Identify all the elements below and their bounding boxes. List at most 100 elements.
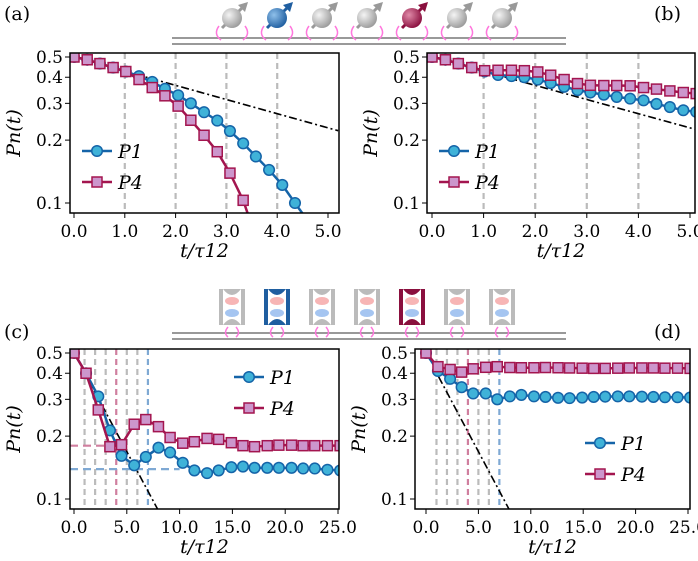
panel-label: (c) [4, 321, 29, 343]
plot-area [70, 349, 339, 509]
P4-marker [120, 65, 132, 78]
P4-marker [492, 64, 504, 77]
y-tick-label: 0.1 [36, 194, 63, 214]
panel-label: (a) [4, 3, 30, 25]
y-tick-label: 0.3 [393, 94, 420, 114]
x-tick-label: 2.0 [162, 222, 189, 242]
P4-marker [128, 418, 140, 430]
P1-marker [212, 464, 225, 477]
P1-marker [276, 178, 289, 192]
x-tick-label: 4.0 [264, 222, 291, 242]
P4-marker [321, 439, 334, 452]
cavity-5 [399, 289, 425, 338]
P4-marker [94, 57, 106, 70]
legend-marker [91, 176, 103, 188]
P4-marker [532, 66, 544, 78]
P4-marker [539, 361, 552, 374]
P4-marker [420, 349, 432, 359]
emitter-sphere [312, 8, 332, 28]
panel-label: (d) [654, 321, 681, 343]
panel-d: 0.05.010.015.020.025.00.50.40.30.20.1t/τ… [348, 321, 698, 558]
legend-label: P4 [117, 172, 143, 194]
P1-marker [650, 97, 663, 110]
P1-marker [176, 456, 189, 469]
P1-marker [551, 391, 565, 404]
x-tick-label: 5.0 [676, 222, 698, 242]
y-tick-label: 0.3 [36, 390, 63, 410]
legend-marker [593, 436, 607, 450]
P4-marker [133, 73, 145, 86]
x-tick-label: 20.0 [617, 518, 655, 538]
legend-marker [447, 144, 461, 158]
P1-marker [658, 391, 671, 404]
emitter-sphere [222, 8, 242, 28]
P4-marker [70, 53, 80, 63]
P4-marker [452, 57, 465, 70]
P4-marker [571, 77, 584, 90]
emitter-2 [260, 2, 294, 41]
P1-marker [491, 393, 504, 406]
P1-marker [236, 460, 250, 473]
y-tick-label: 0.1 [36, 490, 63, 510]
P1-marker [587, 390, 600, 404]
y-tick-label: 0.1 [393, 194, 420, 214]
P1-marker [576, 391, 589, 404]
P4-marker [637, 81, 650, 94]
x-tick-label: 20.0 [266, 518, 304, 538]
P4-marker [576, 362, 588, 374]
x-tick-label: 3.0 [213, 222, 240, 242]
arrowhead [238, 2, 248, 12]
y-axis-label: Pn(t) [360, 109, 382, 157]
emitter-1 [215, 2, 249, 41]
cavity-4 [354, 289, 380, 338]
P4-marker [684, 362, 690, 375]
legend-label: P1 [269, 367, 295, 389]
P4-marker [248, 440, 261, 453]
P1-marker [623, 390, 636, 403]
mode-lobe [225, 309, 239, 317]
P1-marker [624, 92, 637, 105]
P4-marker [677, 86, 690, 99]
mode-lobe [450, 309, 464, 317]
P4-marker [334, 439, 339, 452]
x-tick-label: 0.0 [60, 518, 87, 538]
P1-marker [563, 392, 576, 405]
panel-label: (b) [654, 3, 681, 25]
panel-b: 0.01.02.03.04.05.00.50.40.30.20.1t/τ12Pn… [360, 3, 698, 262]
coupling-arrow-icon [314, 326, 330, 338]
x-tick-label: 15.0 [564, 518, 602, 538]
P4-marker [479, 361, 492, 374]
arrowhead [508, 2, 518, 12]
series-P1-line [73, 55, 304, 213]
emitter-5 [395, 2, 429, 41]
x-tick-label: 4.0 [625, 222, 652, 242]
P1-marker [321, 463, 334, 476]
P1-marker [308, 462, 321, 475]
P4-marker [273, 439, 285, 451]
y-axis-label: Pn(t) [3, 405, 25, 453]
P1-marker [172, 89, 185, 102]
P4-marker [650, 83, 663, 95]
P1-marker [285, 461, 298, 474]
emitter-sphere [402, 8, 422, 28]
x-tick-label: 5.0 [113, 518, 140, 538]
mode-lobe [495, 297, 509, 305]
reference-line [437, 376, 510, 509]
y-tick-label: 0.2 [36, 427, 63, 447]
legend-marker [242, 370, 256, 384]
x-tick-label: 5.0 [314, 222, 341, 242]
coupling-arrow-icon [485, 25, 519, 41]
legend-marker [90, 144, 104, 158]
P4-marker [623, 362, 636, 374]
x-tick-label: 25.0 [319, 518, 357, 538]
y-tick-label: 0.5 [36, 48, 63, 68]
mode-lobe [405, 297, 419, 305]
P4-marker [107, 61, 119, 74]
legend-label: P1 [474, 141, 500, 163]
emitter-sphere [447, 8, 467, 28]
P1-marker [611, 390, 624, 403]
legend-label: P1 [117, 141, 143, 163]
P1-marker [467, 387, 480, 400]
P4-marker [444, 363, 456, 376]
